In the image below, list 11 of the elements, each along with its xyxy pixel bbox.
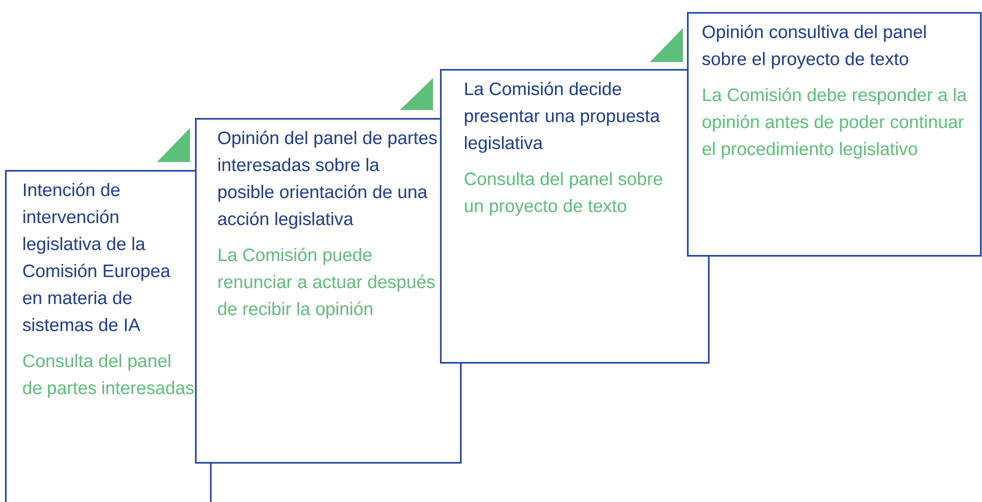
step-note: Consulta del panel de partes interesadas <box>23 354 194 398</box>
step-note: Consulta del panel sobre un proyecto de texto <box>464 172 662 216</box>
step-heading: La Comisión decide presentar una propuesta legislativa <box>464 82 660 153</box>
step-heading: Intención de intervención legislativa de la Comisión Europea en materia de sistemas de IA <box>22 182 170 332</box>
step-box <box>195 118 462 464</box>
step-heading: Opinión consultiva del panel sobre el proyecto de texto <box>702 24 926 69</box>
step-box <box>5 170 212 502</box>
step-note: La Comisión puede renunciar a actuar después de recibir la opinión <box>218 248 435 319</box>
step-box <box>687 12 982 257</box>
step-note: La Comisión debe responder a la opinión antes de poder continuar el procedimiento legislativo <box>702 88 967 159</box>
step-heading: Opinión del panel de partes interesadas sobre la posible orientación de una acción legislativa <box>218 130 437 229</box>
